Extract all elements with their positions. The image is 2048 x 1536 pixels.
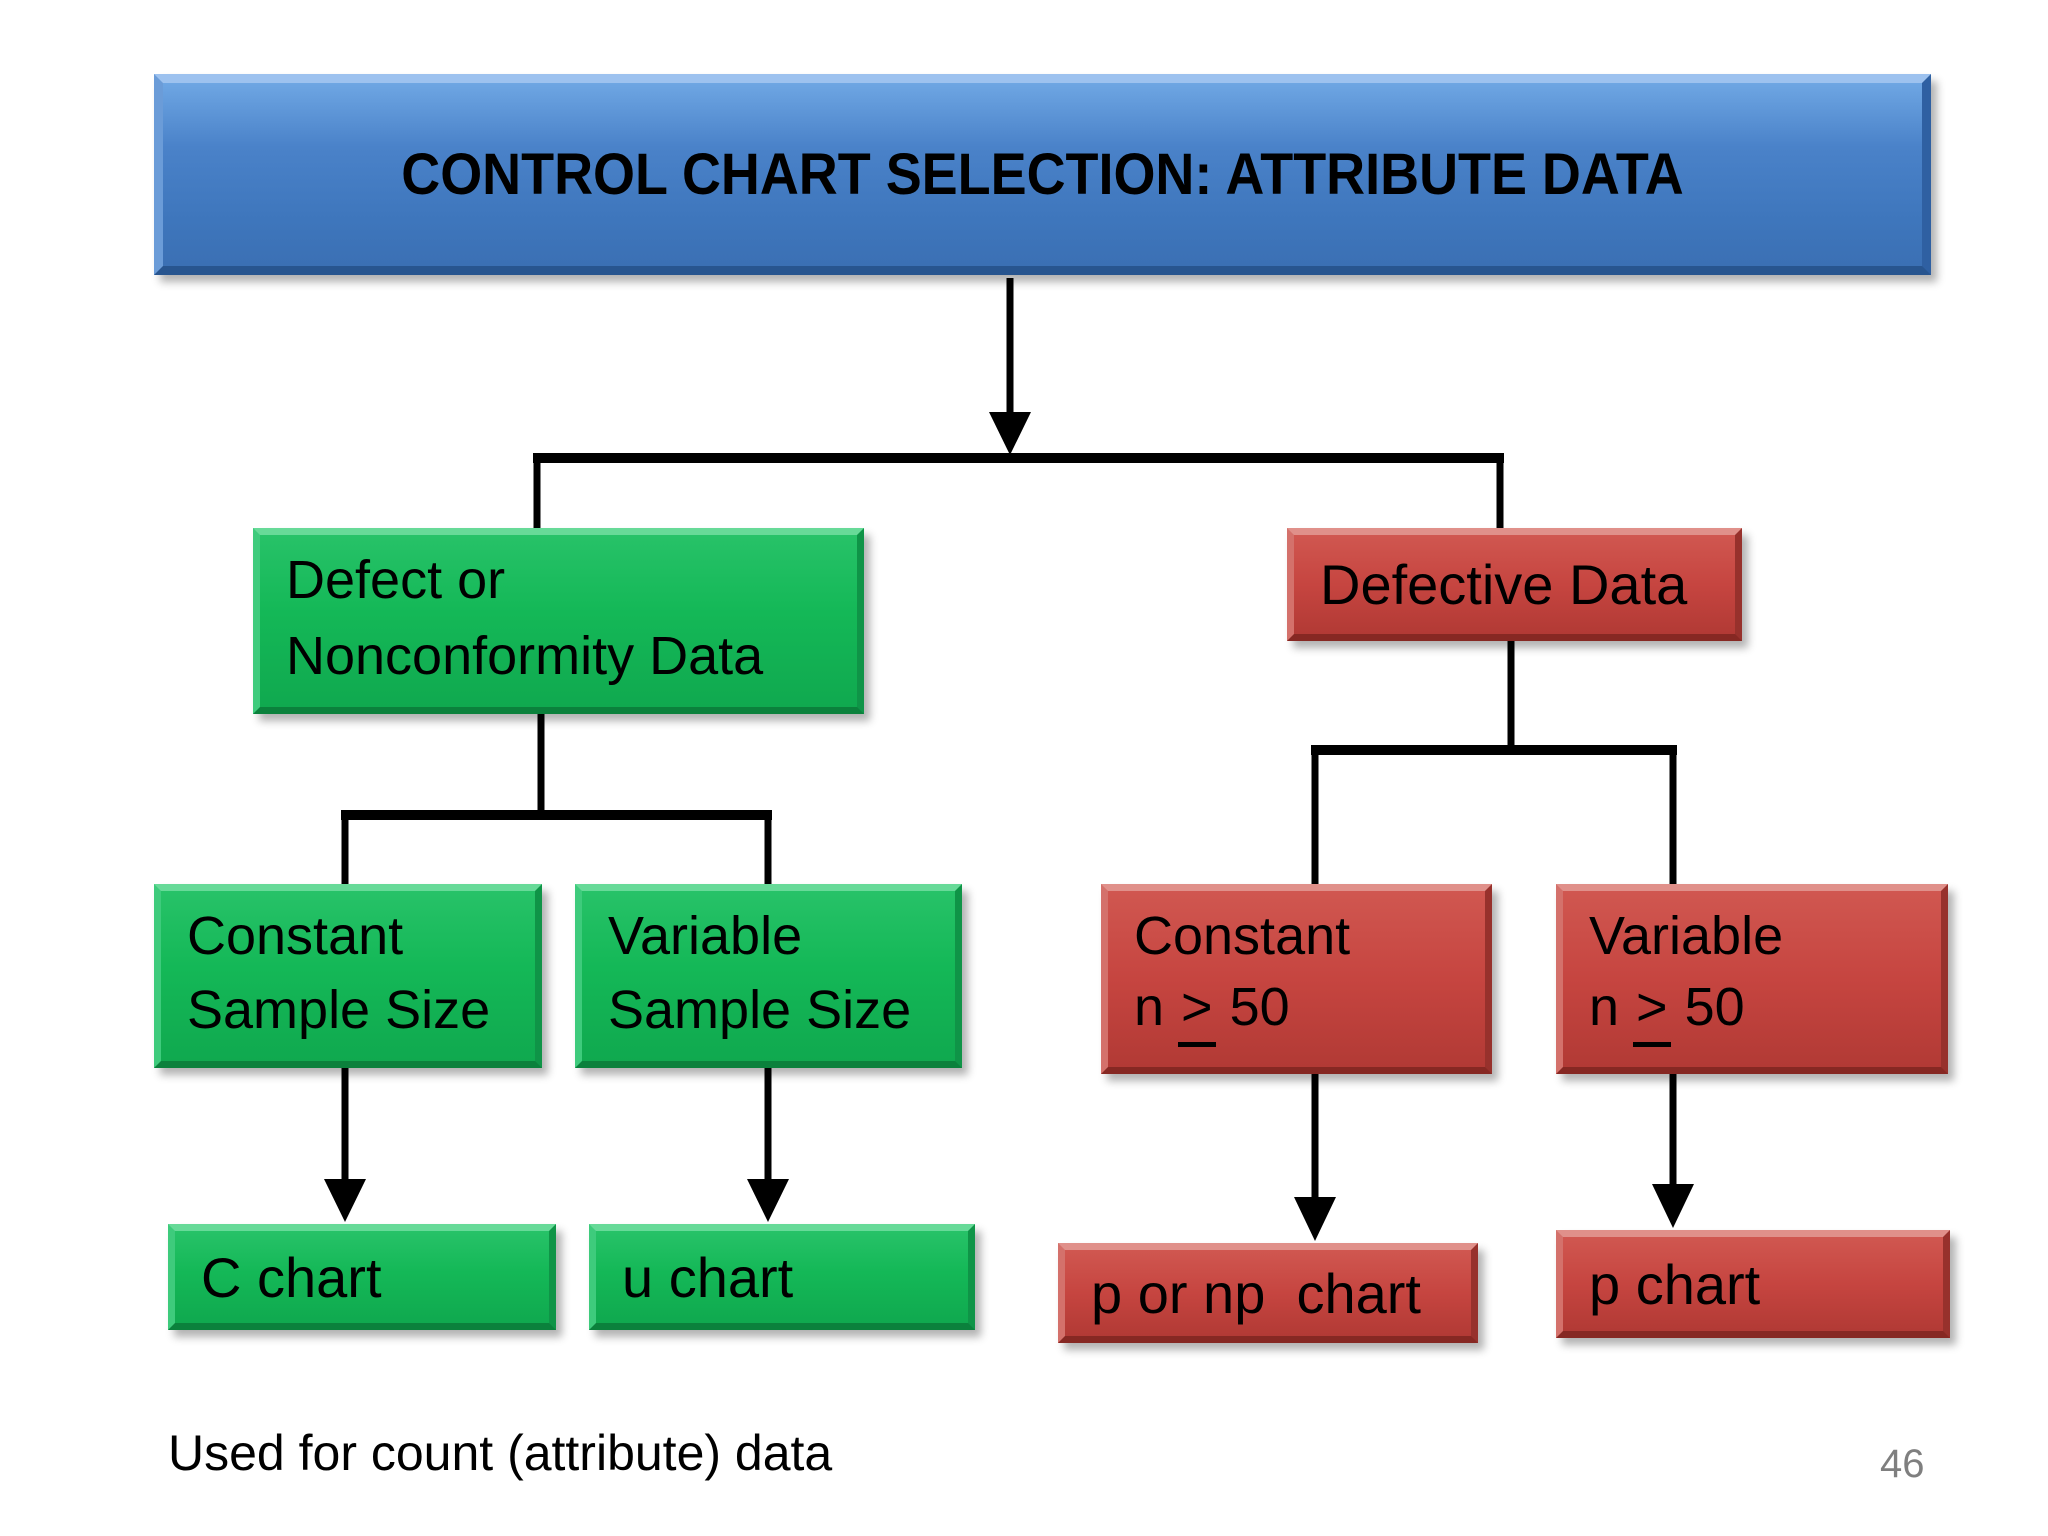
node-label-line1: Constant xyxy=(187,906,404,966)
node-label-line2: n>50 xyxy=(1589,976,1929,1047)
node-defect-or-nonconformity-data: Defect or Nonconformity Data xyxy=(253,528,864,714)
node-label-line2: n>50 xyxy=(1134,976,1473,1047)
title-banner: CONTROL CHART SELECTION: ATTRIBUTE DATA xyxy=(154,74,1931,275)
greater-equal-symbol: > xyxy=(1633,976,1671,1047)
node-label: Defective Data xyxy=(1320,553,1688,616)
caption-text: Used for count (attribute) data xyxy=(168,1425,833,1481)
node-p-chart: p chart xyxy=(1556,1230,1950,1338)
node-label: u chart xyxy=(622,1245,794,1309)
node-label: p or np chart xyxy=(1091,1261,1421,1325)
node-u-chart: u chart xyxy=(589,1224,975,1330)
node-label: p chart xyxy=(1589,1252,1761,1316)
connector-defect-split xyxy=(341,712,772,886)
node-p-or-np-chart: p or np chart xyxy=(1058,1243,1478,1343)
node-variable-n-ge-50: Variable n>50 xyxy=(1556,884,1948,1074)
connector-main-arrow xyxy=(989,278,1031,455)
connector-defective-split xyxy=(1311,639,1677,886)
node-label-line1: Defect or xyxy=(286,550,506,610)
connector-arrow-p-chart xyxy=(1652,1072,1694,1228)
page-number: 46 xyxy=(1880,1442,1925,1486)
node-constant-n-ge-50: Constant n>50 xyxy=(1101,884,1492,1074)
node-variable-sample-size: Variable Sample Size xyxy=(575,884,962,1068)
node-c-chart: C chart xyxy=(168,1224,556,1330)
node-label-line1: Variable xyxy=(1589,906,1784,966)
node-label: C chart xyxy=(201,1245,382,1309)
greater-equal-symbol: > xyxy=(1178,976,1216,1047)
connector-arrow-p-np-chart xyxy=(1294,1072,1336,1241)
connector-first-split xyxy=(533,453,1504,530)
node-defective-data: Defective Data xyxy=(1287,528,1742,641)
node-label-line2: Sample Size xyxy=(608,979,912,1040)
connector-arrow-c-chart xyxy=(324,1066,366,1222)
page-title: CONTROL CHART SELECTION: ATTRIBUTE DATA xyxy=(401,142,1684,207)
connector-arrow-u-chart xyxy=(747,1066,789,1222)
node-label-line1: Constant xyxy=(1134,906,1351,966)
node-label-line1: Variable xyxy=(608,906,803,966)
node-label-line2: Nonconformity Data xyxy=(286,625,764,686)
node-constant-sample-size: Constant Sample Size xyxy=(154,884,542,1068)
node-label-line2: Sample Size xyxy=(187,979,491,1040)
